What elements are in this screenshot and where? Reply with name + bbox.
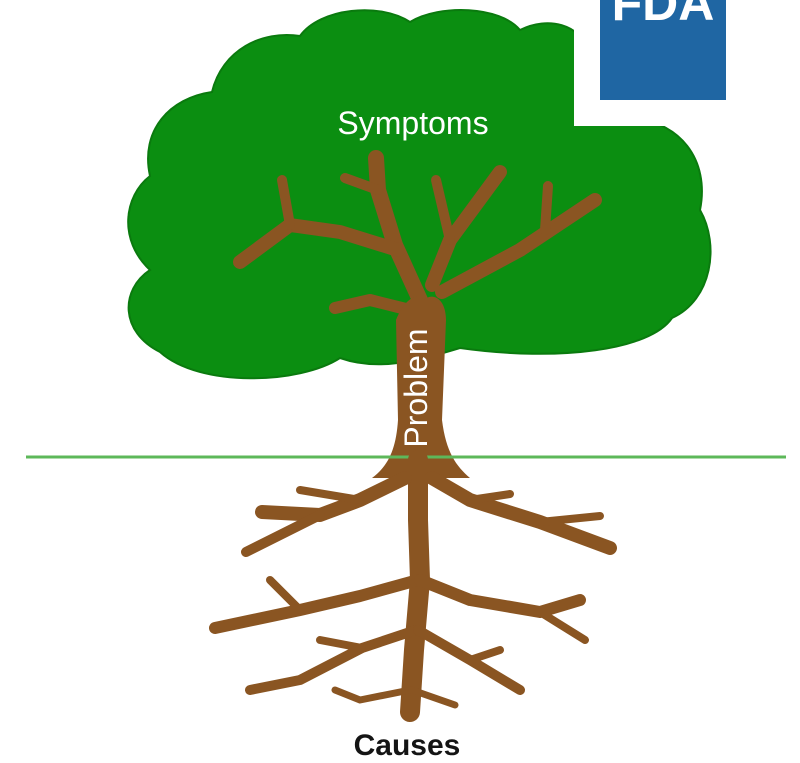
branch (545, 186, 548, 230)
causes-label: Causes (354, 729, 461, 762)
root (420, 580, 580, 612)
root (300, 490, 360, 500)
root (540, 516, 600, 522)
root (335, 690, 410, 700)
root (540, 612, 585, 640)
root (215, 580, 418, 628)
root (432, 478, 610, 548)
root (470, 650, 500, 660)
symptoms-label: Symptoms (337, 105, 488, 141)
problem-label: Problem (398, 328, 434, 447)
root (246, 515, 320, 552)
fda-logo: FDA (574, 0, 800, 126)
logo-text: FDA (612, 0, 715, 31)
root (270, 580, 300, 610)
root (320, 640, 362, 648)
tree-roots (215, 460, 610, 712)
